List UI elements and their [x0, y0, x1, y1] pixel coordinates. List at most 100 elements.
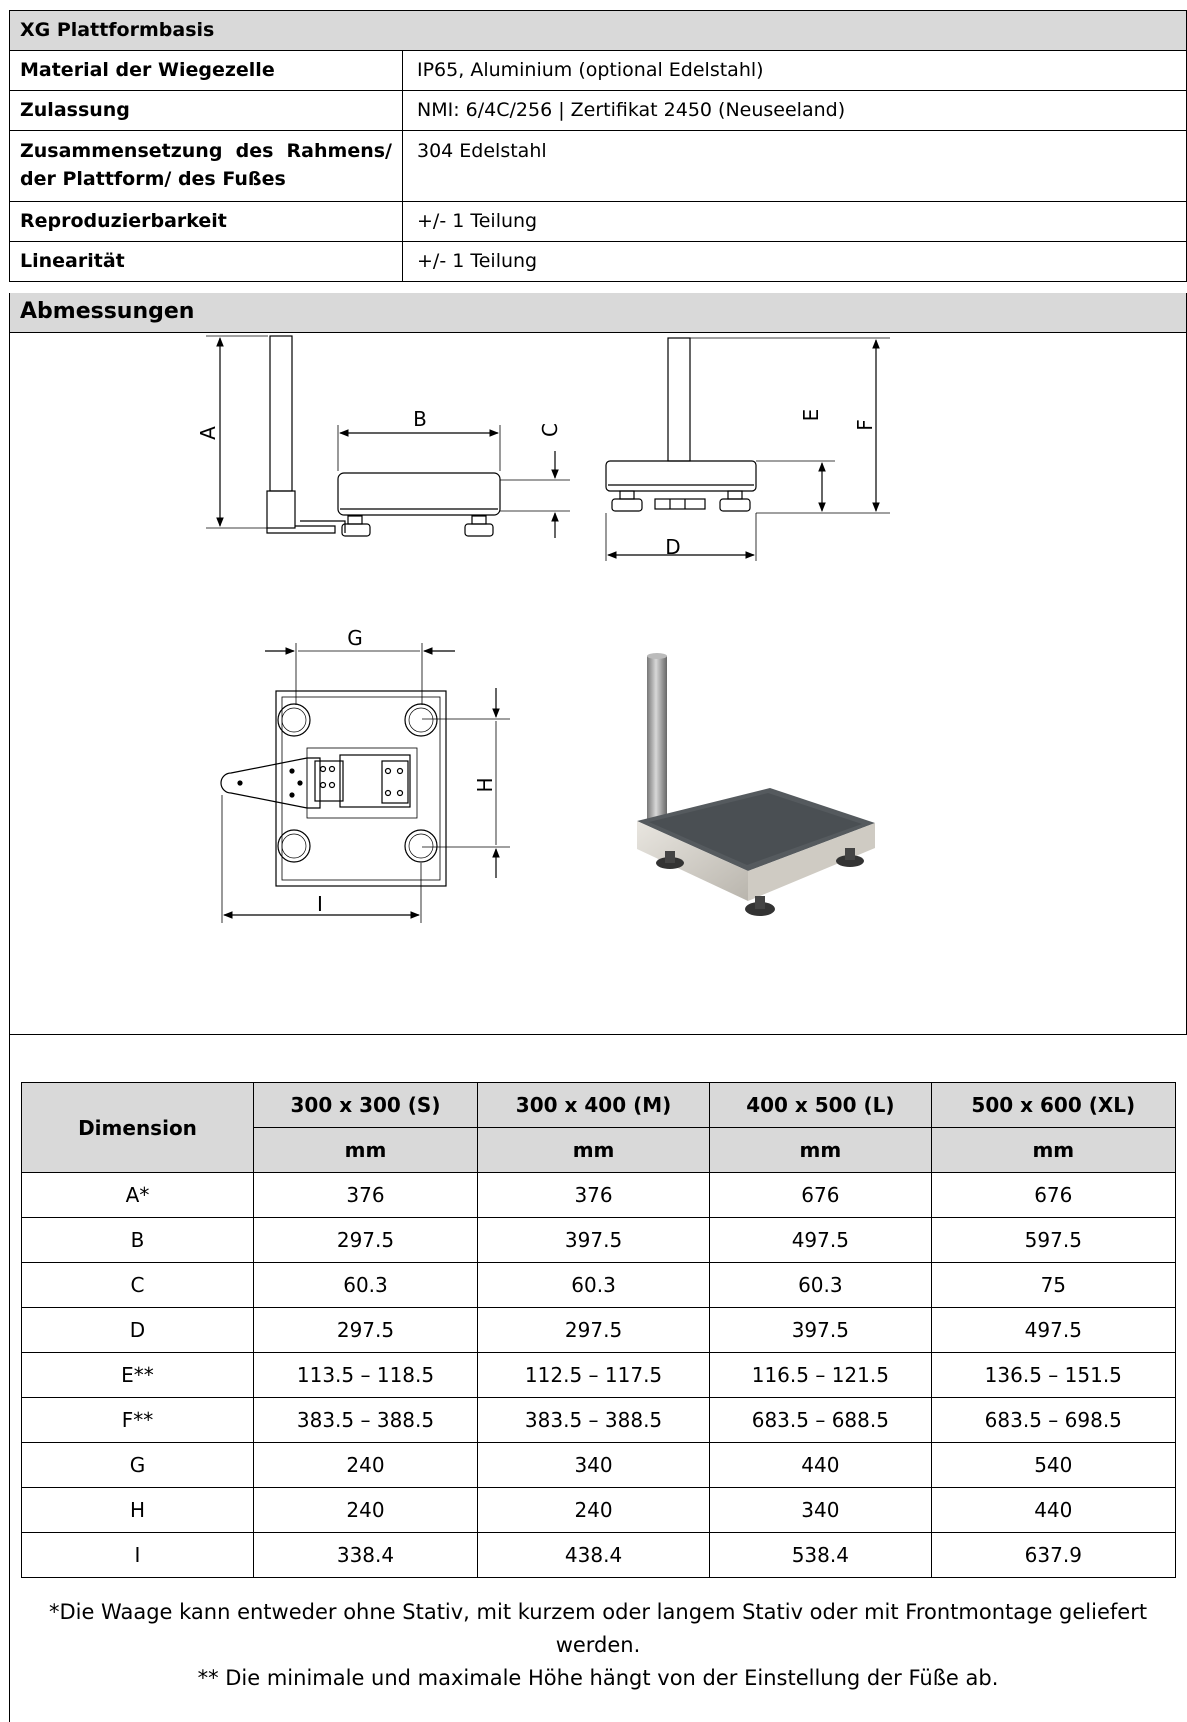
dimension-label: I — [21, 1532, 254, 1578]
spec-label: Zusammensetzung des Rahmens/ der Plattfo… — [9, 130, 403, 202]
dimension-label: G — [21, 1442, 254, 1488]
dim-label-d: D — [665, 535, 680, 559]
table-cell: 538.4 — [709, 1532, 932, 1578]
table-cell: 683.5 – 688.5 — [709, 1397, 932, 1443]
dimension-label: F** — [21, 1397, 254, 1443]
unit-header: mm — [476, 1127, 711, 1173]
footnote-stand: *Die Waage kann entweder ohne Stativ, mi… — [48, 1600, 1148, 1657]
table-cell: 440 — [709, 1442, 932, 1488]
table-cell: 240 — [476, 1487, 711, 1533]
dimension-label: D — [21, 1307, 254, 1353]
dimension-label: E** — [21, 1352, 254, 1398]
front-view-drawing — [605, 337, 890, 561]
size-column-header: 300 x 300 (S) — [253, 1082, 478, 1128]
table-cell: 60.3 — [253, 1262, 478, 1308]
spec-table: XG Plattformbasis Material der Wiegezell… — [9, 10, 1187, 282]
unit-header: mm — [930, 1127, 1177, 1173]
spec-value: NMI: 6/4C/256 | Zertifikat 2450 (Neuseel… — [402, 90, 1187, 131]
spec-value: IP65, Aluminium (optional Edelstahl) — [402, 50, 1187, 91]
table-row: D 297.5 297.5 397.5 497.5 — [21, 1307, 1177, 1353]
scale-dimension-drawings: A B C E F D — [196, 335, 890, 923]
spec-label: Reproduzierbarkeit — [9, 201, 403, 242]
table-cell: 297.5 — [476, 1307, 711, 1353]
table-cell: 397.5 — [476, 1217, 711, 1263]
side-view-drawing — [206, 335, 570, 538]
spec-row: Linearität +/- 1 Teilung — [9, 241, 1187, 282]
table-cell: 297.5 — [253, 1307, 478, 1353]
table-cell: 240 — [253, 1442, 478, 1488]
spec-table-title: XG Plattformbasis — [9, 10, 1187, 51]
dimension-label: H — [21, 1487, 254, 1533]
table-cell: 297.5 — [253, 1217, 478, 1263]
dim-label-i: I — [317, 892, 323, 916]
table-row: F** 383.5 – 388.5 383.5 – 388.5 683.5 – … — [21, 1397, 1177, 1443]
table-cell: 113.5 – 118.5 — [253, 1352, 478, 1398]
table-row: G 240 340 440 540 — [21, 1442, 1177, 1488]
dim-label-f: F — [853, 419, 877, 431]
table-cell: 683.5 – 698.5 — [930, 1397, 1177, 1443]
dimension-label: B — [21, 1217, 254, 1263]
table-row: A* 376 376 676 676 — [21, 1172, 1177, 1218]
table-cell: 376 — [476, 1172, 711, 1218]
table-cell: 383.5 – 388.5 — [253, 1397, 478, 1443]
dimension-label: A* — [21, 1172, 254, 1218]
footnotes: *Die Waage kann entweder ohne Stativ, mi… — [9, 1596, 1187, 1695]
dimension-corner-header: Dimension — [21, 1082, 254, 1173]
table-cell: 597.5 — [930, 1217, 1177, 1263]
table-cell: 75 — [930, 1262, 1177, 1308]
dimensions-header: Abmessungen — [9, 293, 1187, 333]
dim-label-a: A — [196, 426, 220, 440]
table-cell: 676 — [709, 1172, 932, 1218]
table-cell: 338.4 — [253, 1532, 478, 1578]
table-cell: 438.4 — [476, 1532, 711, 1578]
size-column-header: 500 x 600 (XL) — [930, 1082, 1177, 1128]
dimension-table: Dimension 300 x 300 (S) 300 x 400 (M) 40… — [21, 1082, 1177, 1578]
table-row: B 297.5 397.5 497.5 597.5 — [21, 1217, 1177, 1263]
table-cell: 540 — [930, 1442, 1177, 1488]
table-cell: 340 — [476, 1442, 711, 1488]
spec-row: Zulassung NMI: 6/4C/256 | Zertifikat 245… — [9, 90, 1187, 131]
unit-header: mm — [253, 1127, 478, 1173]
spec-value: +/- 1 Teilung — [402, 201, 1187, 242]
table-row: E** 113.5 – 118.5 112.5 – 117.5 116.5 – … — [21, 1352, 1177, 1398]
table-cell: 497.5 — [930, 1307, 1177, 1353]
table-row: I 338.4 438.4 538.4 637.9 — [21, 1532, 1177, 1578]
table-cell: 497.5 — [709, 1217, 932, 1263]
dim-label-c: C — [538, 423, 562, 437]
dim-label-g: G — [347, 626, 363, 650]
size-column-header: 300 x 400 (M) — [476, 1082, 711, 1128]
dimension-label: C — [21, 1262, 254, 1308]
table-cell: 112.5 – 117.5 — [476, 1352, 711, 1398]
technical-drawing-area: A B C E F D — [9, 333, 1187, 1035]
table-cell: 136.5 – 151.5 — [930, 1352, 1177, 1398]
top-view-drawing — [220, 643, 510, 923]
table-cell: 240 — [253, 1487, 478, 1533]
dimension-table-body: A* 376 376 676 676 B 297.5 397.5 497.5 5… — [21, 1172, 1177, 1578]
spec-row: Zusammensetzung des Rahmens/ der Plattfo… — [9, 130, 1187, 202]
table-cell: 397.5 — [709, 1307, 932, 1353]
dim-label-b: B — [413, 407, 427, 431]
footnote-feet: ** Die minimale und maximale Höhe hängt … — [197, 1666, 999, 1690]
table-cell: 60.3 — [476, 1262, 711, 1308]
dim-label-h: H — [473, 777, 497, 792]
table-cell: 440 — [930, 1487, 1177, 1533]
unit-header: mm — [709, 1127, 932, 1173]
table-cell: 60.3 — [709, 1262, 932, 1308]
spec-label: Material der Wiegezelle — [9, 50, 403, 91]
scale-product-rendering — [637, 653, 875, 916]
spec-value: +/- 1 Teilung — [402, 241, 1187, 282]
spec-row: Reproduzierbarkeit +/- 1 Teilung — [9, 201, 1187, 242]
table-cell: 376 — [253, 1172, 478, 1218]
spec-value: 304 Edelstahl — [402, 130, 1187, 202]
table-cell: 383.5 – 388.5 — [476, 1397, 711, 1443]
table-cell: 676 — [930, 1172, 1177, 1218]
table-cell: 340 — [709, 1487, 932, 1533]
table-cell: 116.5 – 121.5 — [709, 1352, 932, 1398]
spec-label: Zulassung — [9, 90, 403, 131]
table-cell: 637.9 — [930, 1532, 1177, 1578]
lower-section-border — [9, 1035, 1187, 1722]
table-row: H 240 240 340 440 — [21, 1487, 1177, 1533]
size-column-header: 400 x 500 (L) — [709, 1082, 932, 1128]
spec-label: Linearität — [9, 241, 403, 282]
spec-row: Material der Wiegezelle IP65, Aluminium … — [9, 50, 1187, 91]
